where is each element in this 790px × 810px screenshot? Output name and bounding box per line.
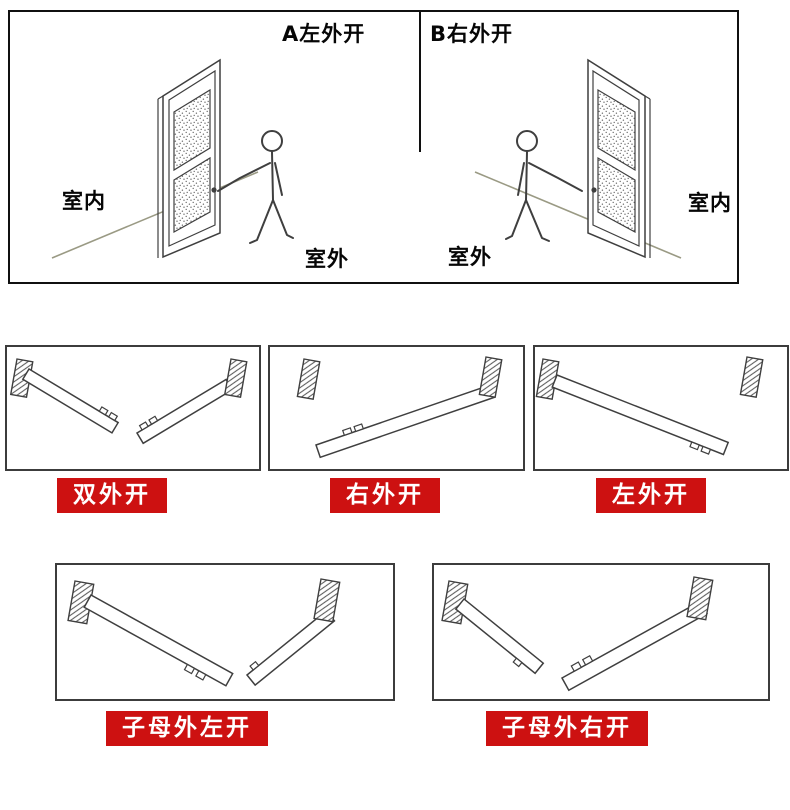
double-outward-top-view bbox=[9, 358, 248, 445]
diagram-box-left-outward bbox=[533, 345, 789, 471]
scene-a-title: A左外开 bbox=[282, 22, 366, 46]
door-panel bbox=[315, 384, 496, 459]
wall-segment-left bbox=[296, 358, 321, 401]
scene-comparison-panel: A左外开 B右外开 室内 室外 室外 室内 bbox=[8, 10, 739, 284]
wall-segment-right bbox=[223, 358, 248, 399]
diagram-box-double-outward bbox=[5, 345, 261, 471]
door-panel-right bbox=[135, 378, 234, 445]
door-knob bbox=[591, 187, 597, 193]
indoor-label-right: 室内 bbox=[688, 191, 732, 215]
indoor-label-left: 室内 bbox=[62, 189, 106, 213]
wall-segment-right bbox=[686, 576, 714, 621]
door-scenes-illustration bbox=[51, 12, 682, 259]
outdoor-label-right: 室外 bbox=[448, 245, 492, 269]
label-right-outward: 右外开 bbox=[330, 478, 440, 513]
mother-door-panel bbox=[83, 593, 234, 687]
floor-line-right bbox=[474, 171, 682, 259]
diagram-box-mother-child-right bbox=[432, 563, 770, 701]
floor-line-left bbox=[51, 171, 259, 259]
wall-segment-right bbox=[739, 356, 764, 399]
right-outward-top-view bbox=[296, 356, 503, 459]
left-outward-top-view bbox=[535, 356, 764, 456]
label-mother-child-right: 子母外右开 bbox=[486, 711, 648, 746]
mother-door-panel bbox=[560, 600, 708, 692]
right-door-illustration bbox=[587, 58, 651, 259]
wall-segment-right bbox=[313, 578, 341, 623]
mother-child-left-top-view bbox=[67, 578, 341, 687]
outdoor-label-left: 室外 bbox=[305, 247, 349, 271]
label-left-outward: 左外开 bbox=[596, 478, 706, 513]
wall-segment-right bbox=[478, 356, 503, 399]
child-door-panel bbox=[454, 597, 545, 675]
label-mother-child-left: 子母外左开 bbox=[106, 711, 268, 746]
left-door-illustration bbox=[157, 58, 221, 259]
left-person-figure bbox=[217, 130, 294, 244]
door-knob bbox=[211, 187, 217, 193]
label-double-outward: 双外开 bbox=[57, 478, 167, 513]
mother-child-right-top-view bbox=[441, 576, 714, 692]
right-person-figure bbox=[505, 130, 583, 242]
diagram-box-mother-child-left bbox=[55, 563, 395, 701]
scene-b-title: B右外开 bbox=[430, 22, 514, 46]
door-panel bbox=[551, 374, 730, 456]
diagram-box-right-outward bbox=[268, 345, 525, 471]
door-panel-left bbox=[21, 367, 120, 434]
